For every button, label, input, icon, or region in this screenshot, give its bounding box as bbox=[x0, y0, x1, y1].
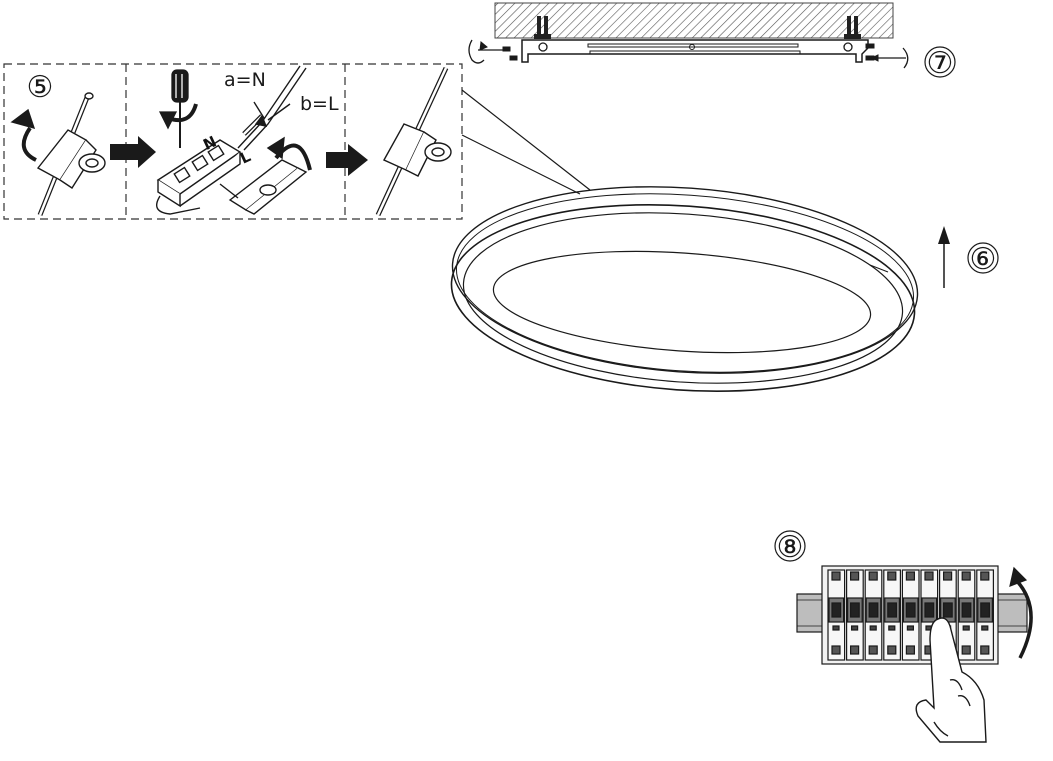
cable-clamp-closed bbox=[375, 66, 452, 217]
screw-right-icon bbox=[865, 43, 909, 69]
breaker-module bbox=[827, 569, 846, 661]
breaker-modules bbox=[827, 569, 994, 661]
cable-clamp-open bbox=[10, 92, 106, 216]
ring-lamp bbox=[450, 186, 919, 392]
arrow-up-icon bbox=[938, 226, 950, 288]
step-6-label: ⑥ bbox=[970, 242, 997, 277]
wiring-panel: ⑤ bbox=[3, 63, 463, 220]
wall-plug-left bbox=[534, 16, 551, 39]
step-5-label: ⑤ bbox=[27, 70, 54, 105]
breaker-module bbox=[864, 569, 883, 661]
breaker-panel bbox=[796, 565, 1033, 665]
hand-icon bbox=[915, 617, 987, 743]
wire-b-label: b=L bbox=[300, 93, 339, 115]
step-7-label: ⑦ bbox=[927, 46, 954, 81]
terminal-block bbox=[156, 139, 242, 215]
breaker-module bbox=[845, 569, 864, 661]
wires-icon bbox=[237, 65, 307, 151]
ceiling-hatch bbox=[494, 2, 894, 39]
screwdriver-icon bbox=[158, 69, 198, 148]
arrow-right-icon-2 bbox=[326, 144, 368, 176]
breaker-module bbox=[976, 569, 994, 661]
screw-left-icon bbox=[468, 39, 518, 64]
zoom-line-top bbox=[461, 89, 591, 191]
wire-a-label: a=N bbox=[224, 69, 266, 91]
breaker-module bbox=[883, 569, 901, 661]
breaker-module bbox=[901, 569, 920, 661]
mounting-plate-figure: ⑦ bbox=[468, 2, 956, 81]
breaker-module bbox=[957, 569, 976, 661]
wiring-panel-frame bbox=[3, 63, 463, 220]
arrow-right-icon bbox=[110, 136, 156, 168]
zoom-line-bottom bbox=[461, 134, 581, 195]
wall-plug-right bbox=[844, 16, 861, 39]
step-8-label: ⑧ bbox=[777, 530, 804, 565]
terminal-cover bbox=[219, 136, 312, 215]
